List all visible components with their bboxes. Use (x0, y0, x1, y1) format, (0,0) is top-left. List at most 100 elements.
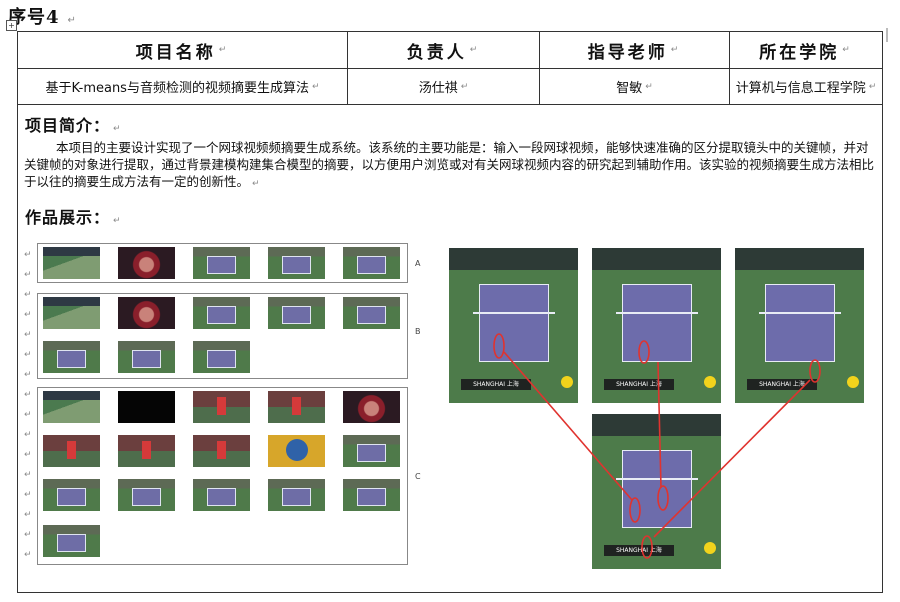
keyframe-thumbnail (118, 341, 175, 373)
paragraph-mark: ↵ (24, 430, 32, 440)
keyframe-thumbnail (268, 435, 325, 467)
keyframe-thumbnail (343, 297, 400, 329)
paragraph-mark: ↵ (252, 179, 260, 189)
keyframe-thumbnail (43, 525, 100, 557)
move-anchor-icon[interactable]: + (6, 20, 17, 31)
keyframe-thumbnail (193, 391, 250, 423)
keyframe-thumbnail (118, 247, 175, 279)
paragraph-mark: ↵ (24, 410, 32, 420)
keyframe-thumbnail (118, 435, 175, 467)
frame-badge-icon (704, 376, 716, 388)
table-value-row: 基于K-means与音频检测的视频摘要生成算法↵ 汤仕祺↵ 智敏↵ 计算机与信息… (18, 69, 882, 105)
header-leader-text: 负责人 (406, 42, 467, 63)
paragraph-mark: ↵ (311, 81, 320, 92)
keyframe-thumbnail (118, 479, 175, 511)
frame-stands (592, 414, 721, 436)
frame-court (622, 284, 692, 362)
header-project-name-text: 项目名称 (135, 42, 216, 63)
keyframe-thumbnail (343, 391, 400, 423)
intro-heading: 项目简介：↵ (25, 112, 122, 136)
paragraph-mark: ↵ (24, 530, 32, 540)
table-header-row: 项目名称↵ 负责人↵ 指导老师↵ 所在学院↵ (18, 32, 882, 69)
frame-caption: SHANGHAI 上海 (461, 379, 531, 390)
project-table: 项目名称↵ 负责人↵ 指导老师↵ 所在学院↵ 基于K-means与音频检测的视频… (17, 31, 883, 593)
keyframe-thumbnail (118, 297, 175, 329)
paragraph-mark: ↵ (24, 490, 32, 500)
keyframe-thumbnail (43, 341, 100, 373)
serial-text: 序号4 (8, 7, 60, 28)
header-advisor-text: 指导老师 (587, 42, 668, 63)
keyframe-thumbnail (268, 391, 325, 423)
keyframe-panel-b: B (37, 293, 421, 379)
keyframe-thumbnail (43, 391, 100, 423)
keyframe-thumbnail (43, 435, 100, 467)
keyframe-thumbnail (43, 247, 100, 279)
intro-heading-text: 项目简介： (25, 116, 111, 135)
paragraph-mark: ↵ (24, 310, 32, 320)
header-college: 所在学院↵ (730, 32, 882, 68)
value-college: 计算机与信息工程学院↵ (730, 69, 882, 104)
frame-badge-icon (704, 542, 716, 554)
result-frame-2: SHANGHAI 上海 (592, 248, 721, 403)
frame-caption: SHANGHAI 上海 (604, 379, 674, 390)
keyframe-thumbnail (268, 247, 325, 279)
serial-label: 序号4 ↵ (8, 3, 77, 29)
paragraph-mark: ↵ (842, 45, 853, 55)
paragraph-mark: ↵ (218, 45, 230, 55)
trajectory-arrow (657, 361, 662, 489)
keyframe-thumbnail (193, 297, 250, 329)
result-frame-3: SHANGHAI 上海 (735, 248, 864, 403)
paragraph-mark-gutter: ↵↵↵↵↵↵↵↵↵↵↵↵↵↵↵↵ (24, 250, 36, 570)
panel-label-a: A (415, 259, 421, 268)
value-college-text: 计算机与信息工程学院 (735, 81, 866, 96)
paragraph-mark: ↵ (24, 250, 32, 260)
header-leader: 负责人↵ (348, 32, 540, 68)
player-circle (629, 497, 641, 523)
keyframe-thumbnail (193, 247, 250, 279)
frame-stands (735, 248, 864, 270)
paragraph-mark: ↵ (24, 270, 32, 280)
result-frame-1: SHANGHAI 上海 (449, 248, 578, 403)
frame-net (616, 478, 698, 480)
paragraph-mark: ↵ (24, 330, 32, 340)
panel-label-c: C (415, 472, 421, 481)
paragraph-mark: ↵ (24, 370, 32, 380)
paragraph-mark: ↵ (24, 390, 32, 400)
keyframe-thumbnail (268, 297, 325, 329)
frame-badge-icon (561, 376, 573, 388)
keyframe-panel-c: C (37, 387, 421, 565)
frame-net (759, 312, 841, 314)
paragraph-mark: ↵ (24, 450, 32, 460)
keyframe-thumbnail (343, 435, 400, 467)
trajectory-arrow (503, 351, 633, 501)
panel-label-b: B (415, 327, 421, 336)
paragraph-mark: ↵ (67, 15, 77, 26)
paragraph-mark: ↵ (24, 290, 32, 300)
player-circle (641, 535, 653, 559)
value-advisor-text: 智敏 (616, 81, 643, 96)
paragraph-mark: ↵ (670, 45, 682, 55)
paragraph-mark: ↵ (24, 510, 32, 520)
paragraph-mark: ↵ (868, 81, 877, 92)
player-circle (493, 333, 505, 359)
frame-stands (449, 248, 578, 270)
showcase-heading-text: 作品展示： (25, 208, 111, 227)
showcase-heading: 作品展示：↵ (25, 204, 122, 228)
keyframe-thumbnail (193, 435, 250, 467)
paragraph-mark: ↵ (460, 81, 469, 92)
player-circle (657, 485, 669, 511)
paragraph-mark: ↵ (24, 550, 32, 560)
frame-court (479, 284, 549, 362)
frame-net (473, 312, 555, 314)
value-leader-text: 汤仕祺 (418, 81, 458, 96)
frame-net (616, 312, 698, 314)
paragraph-mark: ↵ (645, 81, 653, 92)
player-circle (638, 340, 650, 364)
trajectory-arrow (653, 379, 811, 538)
header-project-name: 项目名称↵ (18, 32, 348, 68)
frame-caption: SHANGHAI 上海 (747, 379, 817, 390)
text-cursor-mark (886, 28, 888, 42)
player-circle (809, 359, 821, 383)
header-college-text: 所在学院 (759, 42, 840, 63)
header-advisor: 指导老师↵ (540, 32, 730, 68)
